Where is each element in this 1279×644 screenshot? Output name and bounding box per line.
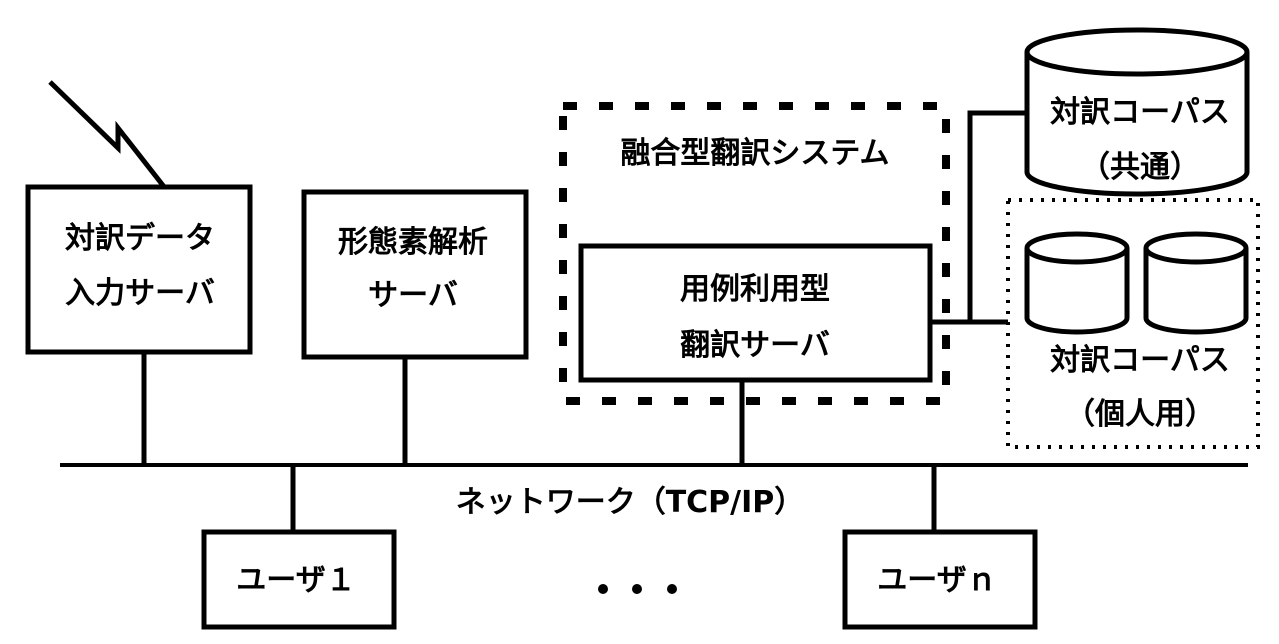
shared-corpus-cylinder	[1024, 27, 1250, 197]
example-server-box	[578, 243, 933, 383]
morph-server-box	[301, 189, 529, 360]
shared-corpus-label-1: 対訳コーパス	[1050, 95, 1230, 130]
connector	[967, 110, 1025, 322]
lightning-input-icon	[48, 80, 167, 190]
fusion-system-title: 融合型翻訳システム	[620, 136, 889, 171]
personal-corpus-cylinder-1	[1024, 231, 1130, 335]
personal-corpus-label-2: （個人用）	[1065, 397, 1215, 432]
morph-server-label-2: サーバ	[368, 278, 458, 313]
user1-label: ユーザ１	[236, 563, 355, 598]
personal-corpus-label-1: 対訳コーパス	[1050, 343, 1230, 378]
user1-box	[201, 529, 397, 630]
personal-corpus-cylinder-2	[1143, 231, 1249, 335]
input-server-label-1: 対訳データ	[65, 221, 215, 256]
network-label: ネットワーク（TCP/IP）	[456, 485, 805, 520]
usern-label: ユーザｎ	[877, 563, 996, 598]
example-server-label-1: 用例利用型	[680, 272, 830, 307]
ellipsis-dots	[598, 584, 677, 594]
usern-box	[842, 529, 1038, 630]
input-server-label-2: 入力サーバ	[65, 276, 215, 311]
input-server-box	[25, 184, 253, 355]
personal-corpus-box	[1006, 198, 1260, 449]
example-server-label-2: 翻訳サーバ	[680, 328, 830, 363]
shared-corpus-label-2: （共通）	[1080, 150, 1200, 185]
morph-server-label-1: 形態素解析	[338, 225, 488, 260]
fusion-system-box	[559, 102, 950, 405]
